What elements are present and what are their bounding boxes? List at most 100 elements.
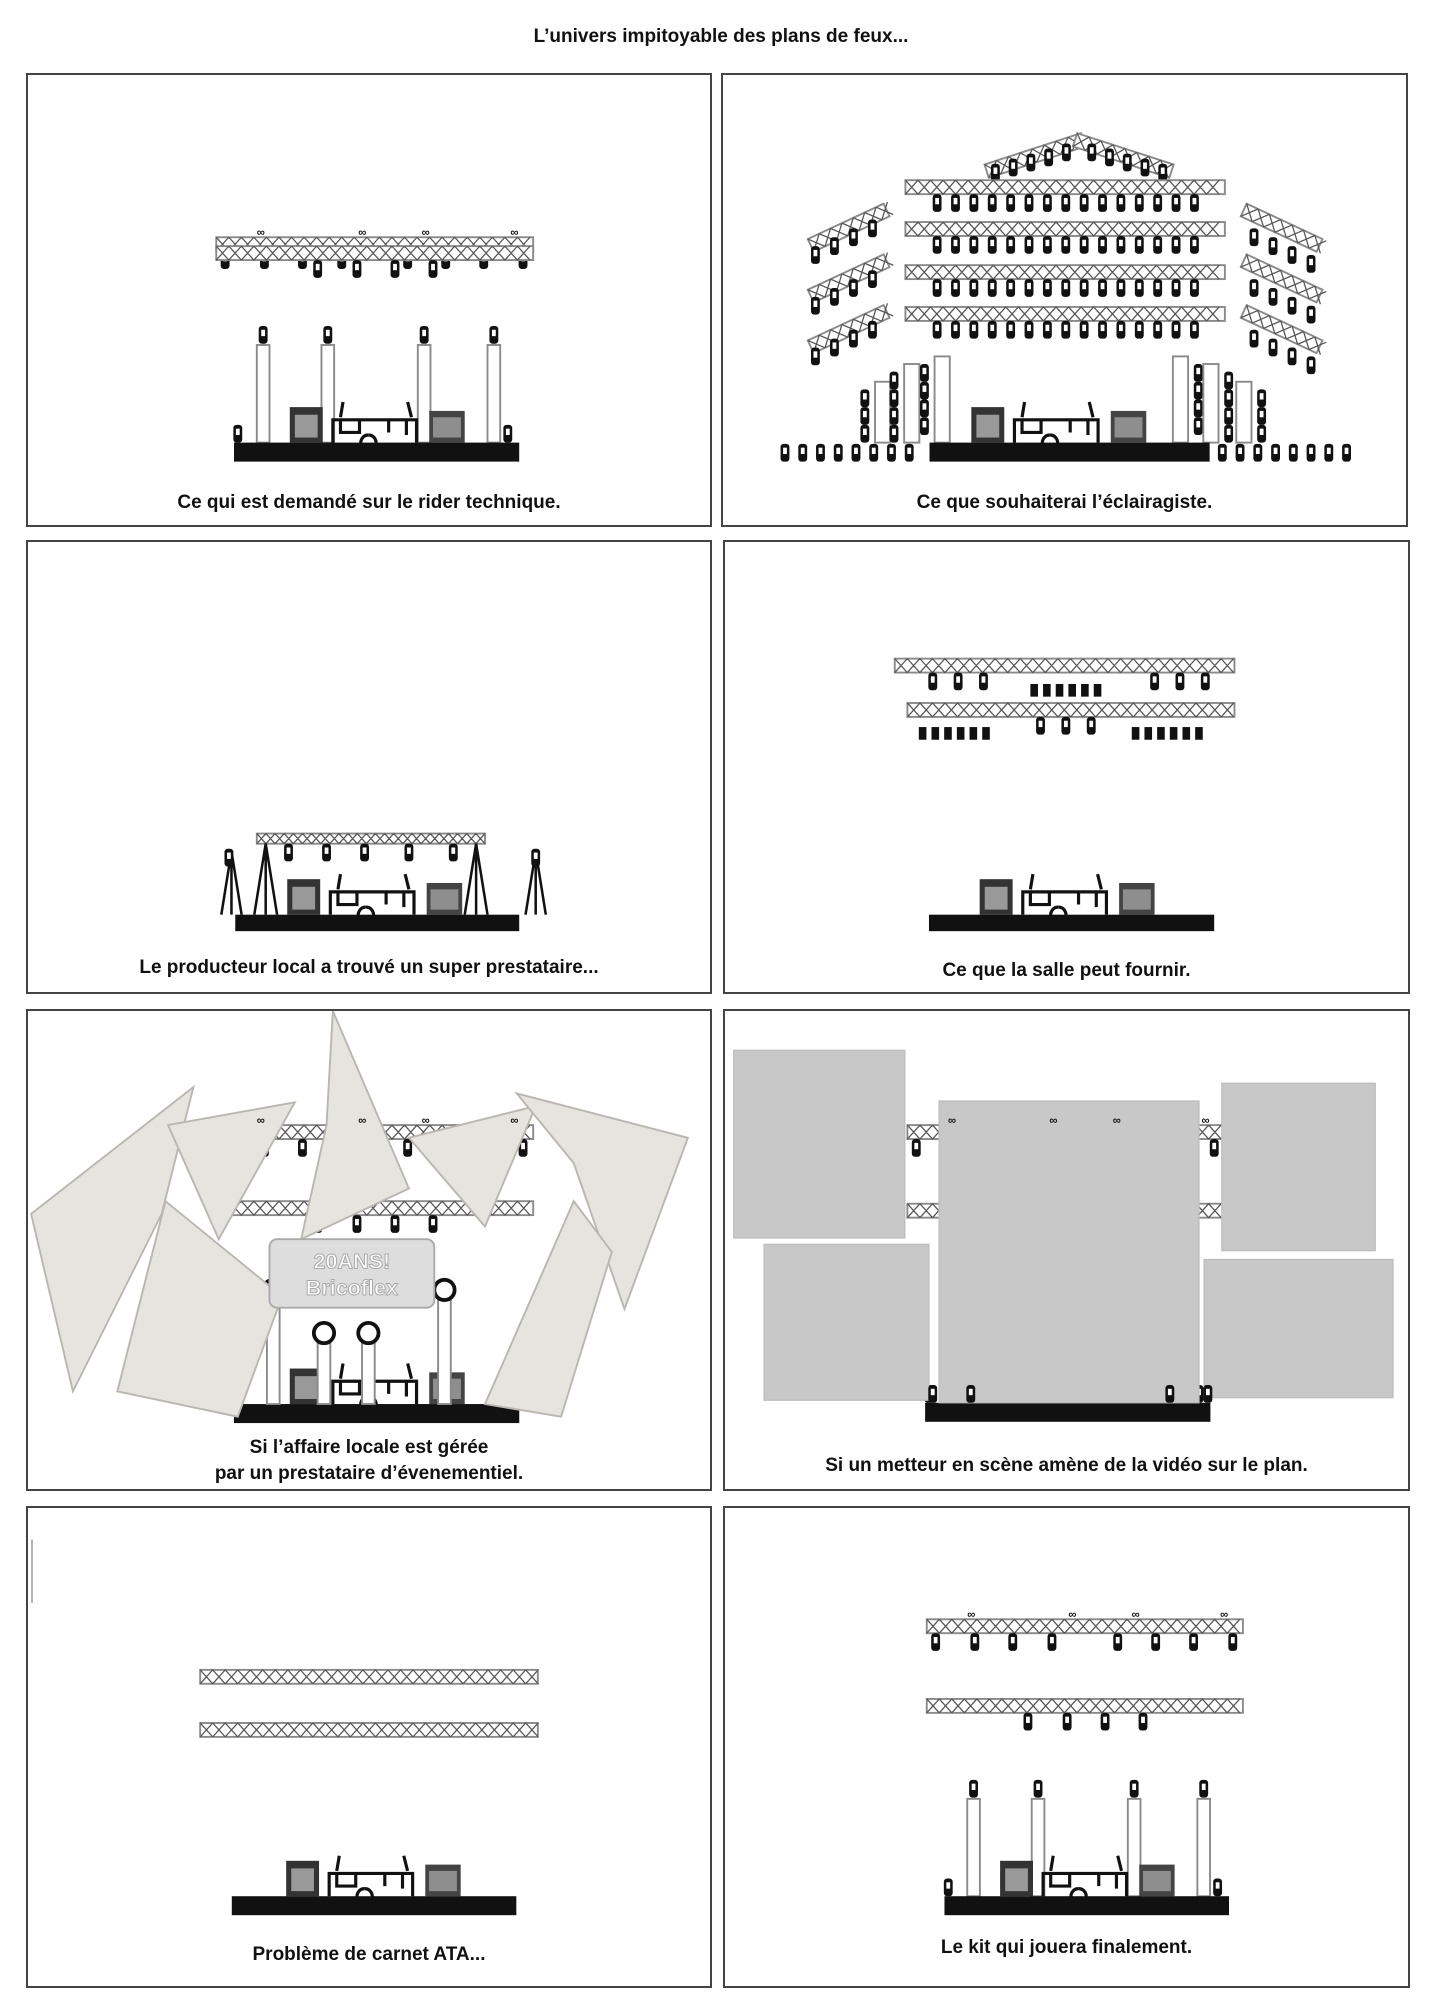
lamp-lens bbox=[1141, 1716, 1145, 1723]
truss bbox=[874, 380, 892, 444]
lamp-lens bbox=[818, 447, 823, 455]
followspot-icon: ∞ bbox=[422, 227, 430, 239]
lamp-icon bbox=[932, 194, 942, 212]
lamp-lens bbox=[393, 1218, 397, 1226]
lamp-icon bbox=[1024, 320, 1034, 339]
lamp-lens bbox=[1063, 324, 1068, 332]
stage-deck bbox=[234, 442, 520, 462]
truss-lattice bbox=[807, 201, 894, 252]
lamp-icon bbox=[1271, 443, 1280, 462]
lamp-lens bbox=[1008, 324, 1013, 332]
lamp-lens bbox=[971, 239, 976, 247]
panel-caption: Le kit qui jouera finalement. bbox=[940, 1937, 1193, 1958]
truss-lattice bbox=[807, 303, 894, 354]
stage-deck bbox=[233, 1404, 520, 1424]
lamp-lens bbox=[1174, 324, 1178, 332]
lamp-icon bbox=[1235, 443, 1245, 462]
lamp-lens bbox=[1290, 351, 1294, 358]
amp-grille bbox=[294, 1376, 318, 1399]
backline bbox=[289, 401, 465, 452]
truss bbox=[1196, 1797, 1211, 1898]
lamp-icon bbox=[1306, 443, 1316, 462]
lamp-icon bbox=[1306, 356, 1316, 375]
truss bbox=[925, 1697, 1244, 1714]
lamp-lens bbox=[1008, 197, 1013, 205]
followspot-icon: ∞ bbox=[1113, 1115, 1121, 1127]
amp-stack bbox=[425, 1864, 461, 1897]
lamp-icon bbox=[1193, 364, 1203, 382]
lamp-lens bbox=[990, 324, 995, 332]
lamp-icon bbox=[1153, 279, 1163, 297]
lamp-icon bbox=[1224, 389, 1234, 408]
lamp-icon bbox=[1203, 1385, 1213, 1403]
lamp-icon bbox=[1134, 279, 1144, 297]
lighting-plot-drawing: ∞∞∞∞ bbox=[733, 1049, 1394, 1422]
lamp-icon bbox=[1023, 1712, 1033, 1731]
lamp-icon bbox=[1268, 338, 1278, 357]
lamp-lens bbox=[971, 324, 976, 332]
lamp-icon bbox=[1257, 389, 1267, 408]
lamp-lens bbox=[981, 676, 986, 683]
truss bbox=[966, 1797, 981, 1898]
lamp-lens bbox=[922, 367, 927, 375]
lamp-lens bbox=[1089, 720, 1094, 728]
par-can bbox=[1030, 683, 1038, 697]
lamp-icon bbox=[1253, 443, 1263, 462]
lamp-lens bbox=[325, 329, 330, 337]
lamp-icon bbox=[1213, 1878, 1223, 1897]
lamp-lens bbox=[1309, 309, 1313, 316]
sail-shade bbox=[483, 1199, 613, 1418]
lamp-lens bbox=[405, 1142, 410, 1150]
lamp-lens bbox=[854, 447, 858, 455]
lamp-icon bbox=[1079, 194, 1089, 212]
backline bbox=[971, 401, 1147, 452]
amp-stack bbox=[426, 882, 463, 915]
lamp-lens bbox=[892, 393, 896, 400]
drum-kit bbox=[1012, 401, 1100, 452]
truss-frame bbox=[1202, 363, 1220, 444]
lamp-icon bbox=[1257, 407, 1267, 425]
lamp-icon bbox=[1113, 1633, 1123, 1651]
amp-stack bbox=[1139, 1864, 1175, 1897]
truss bbox=[904, 221, 1226, 237]
lamp-lens bbox=[956, 676, 961, 683]
lighting-stand bbox=[220, 843, 548, 915]
truss-lattice bbox=[215, 236, 531, 252]
followspot-icon: ∞ bbox=[358, 1115, 366, 1127]
lamp-lens bbox=[1152, 676, 1157, 683]
lamp-lens bbox=[1178, 676, 1182, 683]
truss bbox=[893, 657, 1236, 674]
lamp-lens bbox=[451, 847, 456, 854]
lamp-lens bbox=[393, 263, 397, 271]
lamp-lens bbox=[1259, 428, 1264, 435]
lamp-lens bbox=[907, 447, 912, 455]
lamp-icon bbox=[1189, 235, 1199, 254]
panel-caption: Problème de carnet ATA... bbox=[252, 1944, 486, 1965]
lamp-icon bbox=[951, 320, 960, 339]
lamp-icon bbox=[889, 371, 899, 390]
lamp-lens bbox=[324, 847, 329, 854]
lamp-lens bbox=[1201, 1783, 1206, 1790]
amp-grille bbox=[1005, 1868, 1028, 1892]
lamp-icon bbox=[1098, 235, 1107, 254]
lamp-lens bbox=[990, 239, 995, 247]
par-can bbox=[1169, 727, 1178, 740]
lamp-lens bbox=[1252, 232, 1256, 239]
lamp-lens bbox=[533, 852, 538, 859]
lamp-lens bbox=[990, 197, 995, 205]
lamp-lens bbox=[1089, 147, 1094, 154]
lamp-icon bbox=[966, 1385, 976, 1403]
lamp-lens bbox=[832, 291, 837, 299]
lamp-icon bbox=[1024, 279, 1034, 297]
lamp-lens bbox=[1115, 1636, 1120, 1644]
lamp-lens bbox=[889, 447, 894, 455]
lamp-icon bbox=[313, 260, 323, 278]
truss-lattice bbox=[199, 1669, 539, 1685]
truss-frame bbox=[904, 179, 1226, 196]
video-screen bbox=[938, 1100, 1200, 1404]
lamp-icon bbox=[851, 443, 861, 462]
truss bbox=[933, 355, 951, 444]
lamp-icon bbox=[1171, 235, 1181, 254]
lamp-lens bbox=[300, 1142, 305, 1150]
amp-grille bbox=[430, 889, 459, 910]
